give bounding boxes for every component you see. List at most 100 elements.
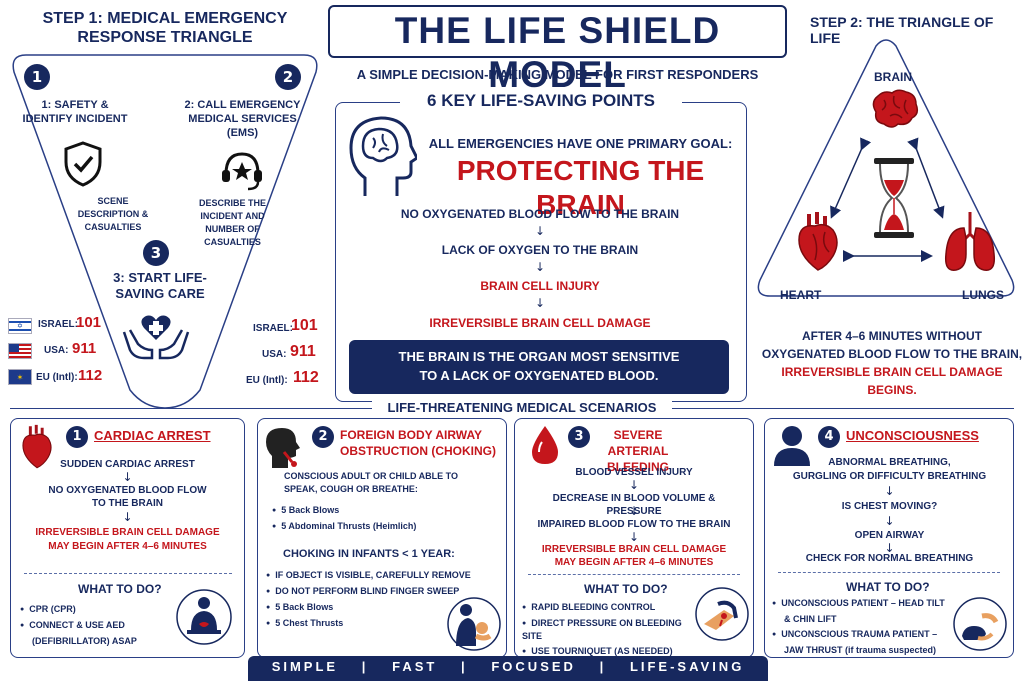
step2-note-line3: IRREVERSIBLE BRAIN CELL DAMAGE BEGINS.: [781, 365, 1003, 397]
step1-item3-line2: SAVING CARE: [115, 286, 205, 301]
right-usa-label: USA:: [262, 349, 287, 360]
step1-badge-1: 1: [24, 64, 50, 90]
main-title: THE LIFE SHIELD MODEL: [394, 10, 721, 95]
footer-focused: FOCUSED: [491, 659, 576, 674]
card2-infant-title: CHOKING IN INFANTS < 1 YEAR:: [283, 548, 455, 560]
card4-title: UNCONSCIOUSNESS: [846, 428, 979, 443]
card2-adult-1: 5 Back Blows: [272, 504, 492, 517]
footer-sep-3: |: [599, 659, 607, 674]
step1-item2-line3: (EMS): [226, 127, 259, 139]
step1-item2-line2: MEDICAL SERVICES: [188, 113, 297, 125]
card3-title-line1: SEVERE ARTERIAL: [607, 428, 669, 458]
card1-arrow-2: ↓: [122, 510, 133, 524]
banner-line1: THE BRAIN IS THE ORGAN MOST SENSITIVE: [398, 349, 680, 364]
right-eu-label: EU (Intl):: [246, 375, 288, 386]
footer-sep-2: |: [461, 659, 468, 674]
choking-head-icon: [264, 424, 304, 470]
card3-arrow-3: ↓: [628, 530, 640, 544]
card2-infant-list: IF OBJECT IS VISIBLE, CAREFULLY REMOVE D…: [266, 566, 496, 633]
card3-action-1: RAPID BLEEDING CONTROL: [522, 601, 697, 614]
card3-what-to-do: WHAT TO DO?: [584, 582, 668, 596]
key-points-title: 6 KEY LIFE-SAVING POINTS: [400, 91, 682, 111]
person-icon: [772, 424, 812, 466]
step1-title: STEP 1: MEDICAL EMERGENCY RESPONSE TRIAN…: [30, 9, 300, 47]
triangle-label-brain: BRAIN: [874, 70, 912, 84]
step1-item1-line2: IDENTIFY INCIDENT: [22, 113, 128, 125]
card3-red-1: IRREVERSIBLE BRAIN CELL DAMAGE: [541, 544, 727, 555]
card1-action-2: CONNECT & USE AED: [20, 619, 170, 632]
step1-item3-line1: 3: START LIFE-: [113, 270, 207, 285]
card1-red-1: IRREVERSIBLE BRAIN CELL DAMAGE: [35, 527, 220, 538]
key-points-goal: ALL EMERGENCIES HAVE ONE PRIMARY GOAL:: [428, 136, 733, 151]
right-israel-number: 101: [291, 317, 318, 334]
card1-flow-3: TO THE BRAIN: [92, 498, 163, 509]
triangle-arrows: [830, 137, 945, 262]
card4-arrow-1: ↓: [884, 484, 895, 498]
card2-title-line1: FOREIGN BODY AIRWAY: [340, 428, 483, 442]
card4-divider: [778, 572, 1000, 573]
step1-title-line1: STEP 1: MEDICAL EMERGENCY: [42, 10, 288, 27]
footer-fast: FAST: [392, 659, 438, 674]
card2-intro-1: CONSCIOUS ADULT OR CHILD ABLE TO: [284, 471, 458, 481]
hands-heart-icon: [120, 310, 192, 362]
step1-item1-desc1: SCENE: [97, 196, 129, 206]
main-title-box: [328, 5, 787, 58]
step2-note-line1: AFTER 4–6 MINUTES WITHOUT: [801, 329, 982, 343]
step2-title: STEP 2: THE TRIANGLE OF LIFE: [810, 14, 994, 46]
card4-arrow-3: ↓: [884, 541, 895, 555]
chain-step-2: LACK OF OXYGEN TO THE BRAIN: [441, 243, 639, 257]
card1-flow-1: SUDDEN CARDIAC ARREST: [60, 459, 195, 470]
head-tilt-icon: [952, 596, 1008, 652]
card2-infant-2: DO NOT PERFORM BLIND FINGER SWEEP: [266, 585, 496, 598]
step1-badge-2: 2: [275, 64, 301, 90]
card4-arrow-2: ↓: [884, 514, 895, 528]
infant-back-blows-icon: [446, 596, 502, 652]
right-usa-number: 911: [290, 343, 316, 360]
card3-divider: [528, 574, 740, 575]
footer-bar: [248, 656, 768, 681]
card2-infant-4: 5 Chest Thrusts: [266, 617, 496, 630]
left-usa-label: USA:: [44, 345, 69, 356]
subtitle: A SIMPLE DECISION-MAKING MODEL FOR FIRST…: [356, 67, 759, 82]
step1-item2-desc2: INCIDENT AND: [200, 211, 265, 221]
step1-title-line2: RESPONSE TRIANGLE: [77, 29, 253, 46]
card1-action-1: CPR (CPR): [20, 603, 170, 616]
triangle-label-lungs: LUNGS: [962, 288, 1004, 302]
card1-red-2: MAY BEGIN AFTER 4–6 MINUTES: [48, 541, 207, 552]
card3-arrow-1: ↓: [628, 478, 640, 492]
blood-drop-icon: [530, 424, 560, 466]
step1-item1-desc3: CASUALTIES: [84, 222, 142, 232]
left-eu-label: EU (Intl):: [36, 372, 78, 383]
heart-organ-icon: [795, 212, 841, 272]
card4-what-to-do: WHAT TO DO?: [846, 580, 930, 594]
bleeding-control-icon: [694, 586, 750, 642]
cpr-icon: [175, 588, 233, 646]
card3-action-3: USE TOURNIQUET (AS NEEDED): [522, 645, 697, 658]
step1-item2-desc1: DESCRIBE THE: [198, 198, 266, 208]
step1-triangle-frame: [12, 54, 318, 409]
card4-flow-1: ABNORMAL BREATHING,: [828, 457, 951, 468]
card2-title: FOREIGN BODY AIRWAY OBSTRUCTION (CHOKING…: [340, 427, 496, 459]
footer-sep-1: |: [361, 659, 369, 674]
step1-item1-desc2: DESCRIPTION &: [77, 209, 149, 219]
footer-words: SIMPLE | FAST | FOCUSED | LIFE-SAVING: [248, 659, 768, 674]
triangle-label-heart: HEART: [780, 288, 822, 302]
card1-number: 1: [66, 426, 88, 448]
flag-eu-icon: ✶: [8, 369, 32, 385]
step2-note: AFTER 4–6 MINUTES WITHOUT OXYGENATED BLO…: [760, 327, 1024, 399]
card2-infant-1: IF OBJECT IS VISIBLE, CAREFULLY REMOVE: [266, 569, 496, 582]
chain-step-4: IRREVERSIBLE BRAIN CELL DAMAGE: [429, 316, 651, 330]
card3-arrow-2: ↓: [628, 504, 640, 518]
footer-simple: SIMPLE: [271, 659, 339, 674]
card3-flow-1: BLOOD VESSEL INJURY: [575, 467, 693, 478]
scenarios-title: LIFE-THREATENING MEDICAL SCENARIOS: [372, 400, 672, 415]
card1-divider: [24, 573, 232, 574]
head-brain-icon: [345, 112, 417, 198]
left-eu-number: 112: [78, 367, 103, 384]
card3-title-line2: BLEEDING: [606, 460, 669, 474]
left-usa-number: 911: [72, 340, 97, 357]
step2-triangle-frame: [757, 39, 1015, 297]
card2-intro-2: SPEAK, COUGH OR BREATHE:: [284, 484, 418, 494]
chain-step-1: NO OXYGENATED BLOOD FLOW TO THE BRAIN: [400, 207, 680, 221]
card3-red-2: MAY BEGIN AFTER 4–6 MINUTES: [554, 557, 714, 568]
